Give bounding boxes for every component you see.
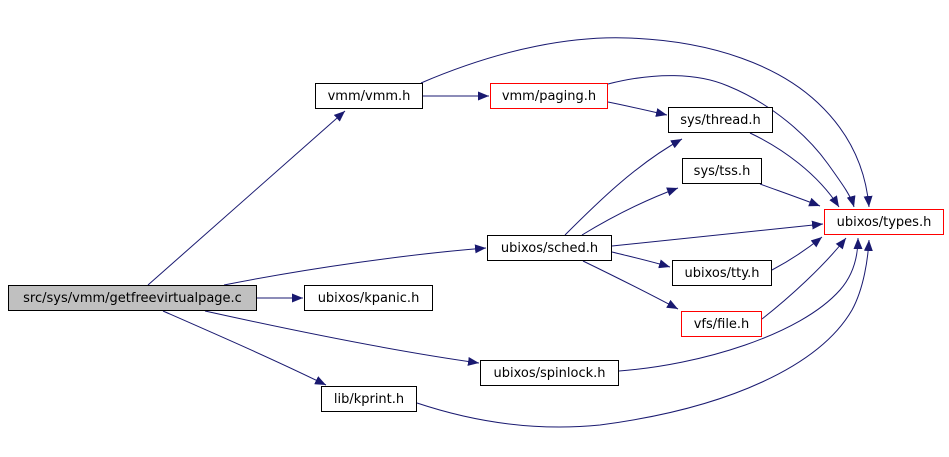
edge-src-sys-vmm-getfreevirtualpage-c-to-lib-kprint-h xyxy=(162,310,327,386)
edge-src-sys-vmm-getfreevirtualpage-c-to-ubixos-spinlock-h xyxy=(204,310,480,366)
node-sys-thread-h[interactable]: sys/thread.h xyxy=(668,107,773,133)
node-ubixos-sched-h[interactable]: ubixos/sched.h xyxy=(487,235,612,261)
edge-vmm-paging-h-to-ubixos-types-h xyxy=(607,75,856,208)
edge-ubixos-tty-h-to-ubixos-types-h xyxy=(771,236,823,271)
node-ubixos-kpanic-h[interactable]: ubixos/kpanic.h xyxy=(304,285,433,311)
node-label-ubixos-spinlock-h: ubixos/spinlock.h xyxy=(493,365,606,381)
node-label-sys-tss-h: sys/tss.h xyxy=(693,163,751,179)
edge-sys-tss-h-to-ubixos-types-h xyxy=(759,183,821,207)
node-label-ubixos-kpanic-h: ubixos/kpanic.h xyxy=(317,290,420,306)
node-ubixos-spinlock-h[interactable]: ubixos/spinlock.h xyxy=(480,360,619,386)
node-vmm-vmm-h[interactable]: vmm/vmm.h xyxy=(315,83,423,109)
edge-ubixos-sched-h-to-sys-thread-h xyxy=(564,138,683,236)
edge-src-sys-vmm-getfreevirtualpage-c-to-vmm-vmm-h xyxy=(147,110,346,286)
node-label-vfs-file-h: vfs/file.h xyxy=(693,316,750,332)
node-label-sys-thread-h: sys/thread.h xyxy=(680,112,761,128)
node-ubixos-types-h[interactable]: ubixos/types.h xyxy=(824,209,944,235)
node-label-ubixos-tty-h: ubixos/tty.h xyxy=(684,265,760,281)
edge-vmm-paging-h-to-sys-thread-h xyxy=(607,101,668,117)
edge-vmm-vmm-h-to-ubixos-types-h xyxy=(420,37,873,208)
edge-src-sys-vmm-getfreevirtualpage-c-to-ubixos-sched-h xyxy=(223,244,487,286)
edge-vfs-file-h-to-ubixos-types-h xyxy=(761,237,847,320)
node-vmm-paging-h[interactable]: vmm/paging.h xyxy=(490,83,608,109)
edge-ubixos-sched-h-to-ubixos-types-h xyxy=(611,220,824,247)
node-lib-kprint-h[interactable]: lib/kprint.h xyxy=(321,386,417,412)
edge-ubixos-sched-h-to-ubixos-tty-h xyxy=(611,251,671,269)
node-label-vmm-paging-h: vmm/paging.h xyxy=(501,88,597,104)
edge-sys-thread-h-to-ubixos-types-h xyxy=(749,132,840,208)
node-src-sys-vmm-getfreevirtualpage-c[interactable]: src/sys/vmm/getfreevirtualpage.c xyxy=(8,285,257,311)
node-sys-tss-h[interactable]: sys/tss.h xyxy=(682,158,762,184)
node-label-vmm-vmm-h: vmm/vmm.h xyxy=(327,88,411,104)
node-ubixos-tty-h[interactable]: ubixos/tty.h xyxy=(672,260,772,286)
edge-ubixos-spinlock-h-to-ubixos-types-h xyxy=(618,237,863,372)
edge-ubixos-sched-h-to-sys-tss-h xyxy=(581,187,679,236)
node-label-ubixos-sched-h: ubixos/sched.h xyxy=(500,240,599,256)
node-label-ubixos-types-h: ubixos/types.h xyxy=(836,214,932,230)
edge-ubixos-sched-h-to-vfs-file-h xyxy=(582,260,679,310)
node-label-src-sys-vmm-getfreevirtualpage-c: src/sys/vmm/getfreevirtualpage.c xyxy=(23,290,242,306)
node-label-lib-kprint-h: lib/kprint.h xyxy=(333,391,405,407)
node-vfs-file-h[interactable]: vfs/file.h xyxy=(681,311,762,337)
edge-lib-kprint-h-to-ubixos-types-h xyxy=(416,239,873,428)
